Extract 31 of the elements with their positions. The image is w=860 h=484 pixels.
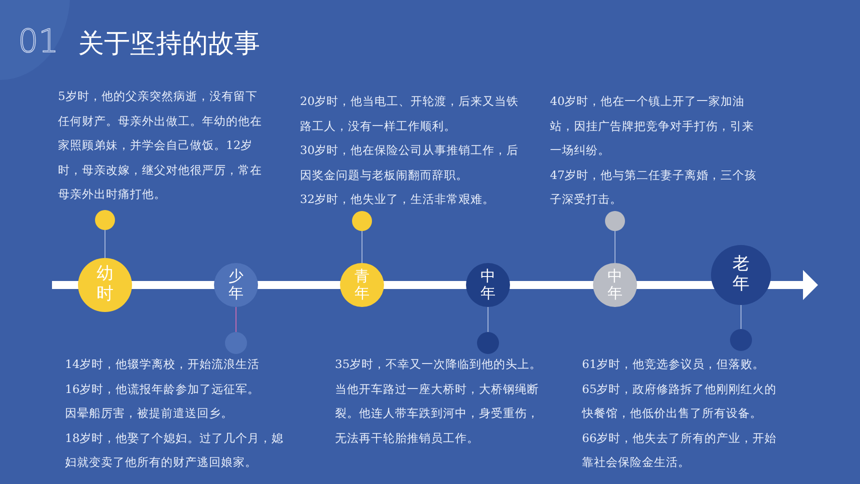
timeline-dot [605, 211, 625, 231]
description-text: 66岁时，他失去了所有的产业，开始靠社会保险金生活。 [582, 430, 778, 471]
description-text: 16岁时，他谎报年龄参加了远征军。 [65, 380, 261, 398]
timeline-dot [352, 211, 372, 231]
description-text: 20岁时，他当电工、开轮渡，后来又当铁路工人，没有一样工作顺利。 [300, 93, 520, 134]
timeline-dot [477, 332, 499, 354]
stage-circle: 老年 [711, 245, 771, 305]
stage-circle: 少年 [214, 263, 258, 307]
description-text: 5岁时，他的父亲突然病逝，没有留下任何财产。母亲外出做工。年幼的他在家照顾弟妹，并学会自己做饭。12岁时，母亲改嫁，继父对他很严厉，常在母亲外出时痛打他。 [58, 88, 263, 203]
description-text: 32岁时，他失业了，生活非常艰难。 [300, 191, 496, 208]
timeline-dot [95, 210, 115, 230]
description-text: 61岁时，他竞选参议员，但落败。 [582, 356, 766, 373]
stage-circle: 青年 [340, 263, 384, 307]
description-text: 18岁时，他娶了个媳妇。过了几个月，媳妇就变卖了他所有的财产逃回娘家。 [65, 430, 285, 471]
stage-circle: 幼时 [78, 258, 132, 312]
timeline-dot [225, 332, 247, 354]
description-text: 因晕船厉害，被提前遣送回乡。 [65, 405, 234, 422]
connector-line [104, 230, 106, 258]
connector-line [614, 230, 616, 264]
section-number: 01 [18, 22, 59, 60]
description-text: 47岁时，他与第二任妻子离婚，三个孩子深受打击。 [550, 166, 758, 208]
stage-circle: 中年 [466, 263, 510, 307]
description-text: 35岁时，不幸又一次降临到他的头上。当他开车路过一座大桥时，大桥钢绳断裂。他连人带车跌到河中，身受重伤，无法再干轮胎推销员工作。 [335, 356, 543, 446]
description-text: 30岁时，他在保险公司从事推销工作，后因奖金问题与老板闹翻而辞职。 [300, 142, 520, 184]
stage-circle: 中年 [593, 263, 637, 307]
connector-line [740, 304, 742, 330]
slide-title: 关于坚持的故事 [78, 28, 260, 61]
description-text: 40岁时，他在一个镇上开了一家加油站，因挂广告牌把竞争对手打伤，引来一场纠纷。 [550, 93, 755, 159]
description-text: 65岁时，政府修路拆了他刚刚红火的快餐馆，他低价出售了所有设备。 [582, 380, 778, 422]
timeline-dot [730, 329, 752, 351]
description-text: 14岁时，他辍学离校，开始流浪生活 [65, 356, 261, 373]
